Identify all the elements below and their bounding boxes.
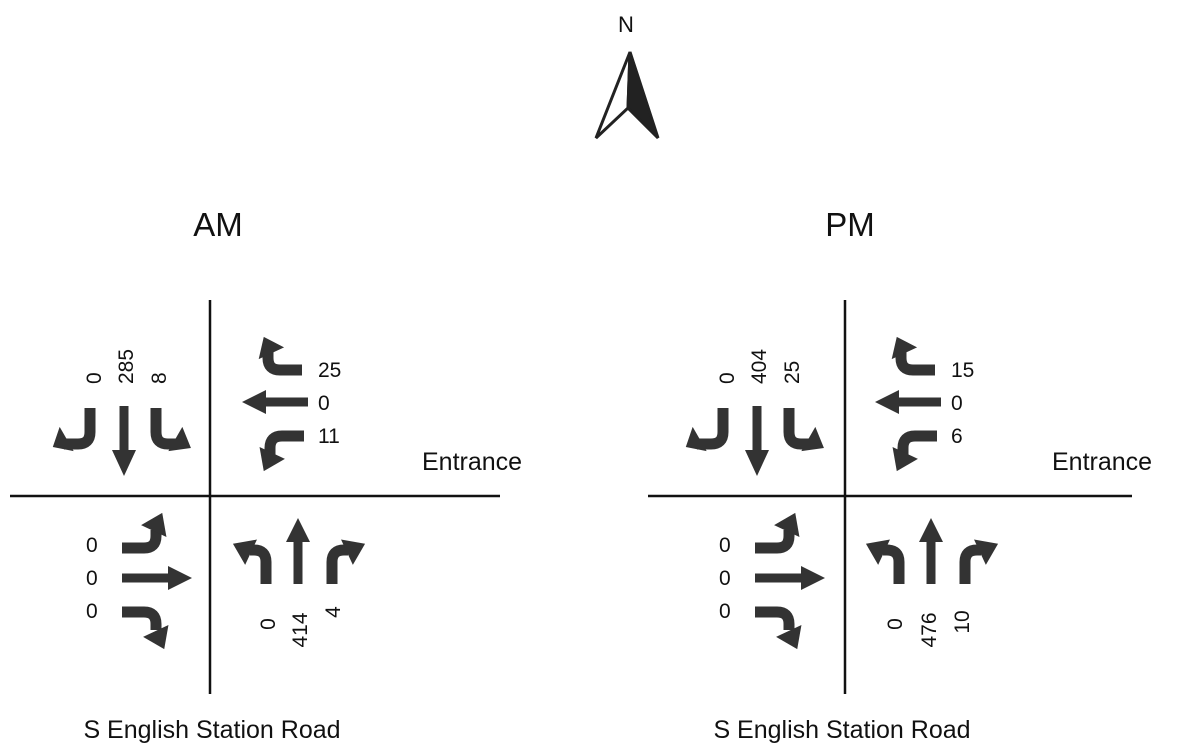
- am-northbound-right-arrow-icon: [326, 539, 366, 584]
- am-entrance-label: Entrance: [422, 448, 522, 476]
- am-westbound-right-arrow-icon: [258, 336, 302, 376]
- pm-eastbound-right-arrow-icon: [755, 606, 802, 650]
- am-northbound-through-arrow-icon: [286, 518, 310, 584]
- am-westbound-through-arrow-icon: [242, 390, 308, 414]
- pm-nb-right-volume: 10: [951, 610, 974, 633]
- am-sb-right-volume: 8: [148, 372, 171, 384]
- pm-northbound-left-arrow-icon: [865, 539, 905, 584]
- pm-southbound-right-arrow-icon: [783, 408, 824, 452]
- am-sb-through-volume: 285: [115, 349, 138, 384]
- pm-southbound-left-arrow-icon: [685, 408, 729, 452]
- pm-northbound-through-arrow-icon: [919, 518, 943, 584]
- pm-southbound-through-arrow-icon: [745, 406, 769, 476]
- pm-eb-through-volume: 0: [719, 567, 731, 590]
- pm-road-label: S English Station Road: [713, 716, 970, 744]
- pm-wb-left-volume: 6: [951, 425, 963, 448]
- am-wb-through-volume: 0: [318, 392, 330, 415]
- pm-nb-left-volume: 0: [884, 618, 907, 630]
- am-eastbound-through-arrow-icon: [122, 566, 192, 590]
- am-westbound-left-arrow-icon: [259, 430, 304, 472]
- pm-nb-through-volume: 476: [918, 612, 941, 647]
- north-label: N: [618, 12, 634, 37]
- am-eastbound-right-arrow-icon: [122, 606, 169, 650]
- pm-eb-right-volume: 0: [719, 600, 731, 623]
- am-northbound-left-arrow-icon: [232, 539, 272, 584]
- pm-northbound-right-arrow-icon: [959, 539, 999, 584]
- pm-sb-through-volume: 404: [748, 349, 771, 384]
- am-wb-left-volume: 11: [318, 425, 340, 448]
- pm-westbound-right-arrow-icon: [891, 336, 935, 376]
- north-arrow-icon: [594, 51, 660, 140]
- pm-entrance-label: Entrance: [1052, 448, 1152, 476]
- pm-westbound-left-arrow-icon: [892, 430, 937, 472]
- am-sb-left-volume: 0: [83, 372, 106, 384]
- pm-sb-left-volume: 0: [716, 372, 739, 384]
- pm-eastbound-through-arrow-icon: [755, 566, 825, 590]
- pm-eastbound-left-arrow-icon: [755, 512, 800, 554]
- pm-eb-left-volume: 0: [719, 534, 731, 557]
- am-panel: AM 0 285 8 25: [10, 206, 522, 744]
- am-southbound-right-arrow-icon: [150, 408, 191, 452]
- am-wb-right-volume: 25: [318, 359, 341, 382]
- am-nb-right-volume: 4: [322, 606, 345, 618]
- am-road-label: S English Station Road: [83, 716, 340, 744]
- am-nb-left-volume: 0: [257, 618, 280, 630]
- am-southbound-through-arrow-icon: [112, 406, 136, 476]
- pm-sb-right-volume: 25: [781, 361, 804, 384]
- am-nb-through-volume: 414: [289, 612, 312, 647]
- am-eb-right-volume: 0: [86, 600, 98, 623]
- pm-title: PM: [825, 206, 875, 243]
- am-title: AM: [193, 206, 243, 243]
- am-eb-through-volume: 0: [86, 567, 98, 590]
- pm-westbound-through-arrow-icon: [875, 390, 941, 414]
- am-eb-left-volume: 0: [86, 534, 98, 557]
- pm-wb-right-volume: 15: [951, 359, 974, 382]
- pm-wb-through-volume: 0: [951, 392, 963, 415]
- am-eastbound-left-arrow-icon: [122, 512, 167, 554]
- am-southbound-left-arrow-icon: [52, 408, 96, 452]
- pm-panel: PM 0 404 25 15: [648, 206, 1152, 744]
